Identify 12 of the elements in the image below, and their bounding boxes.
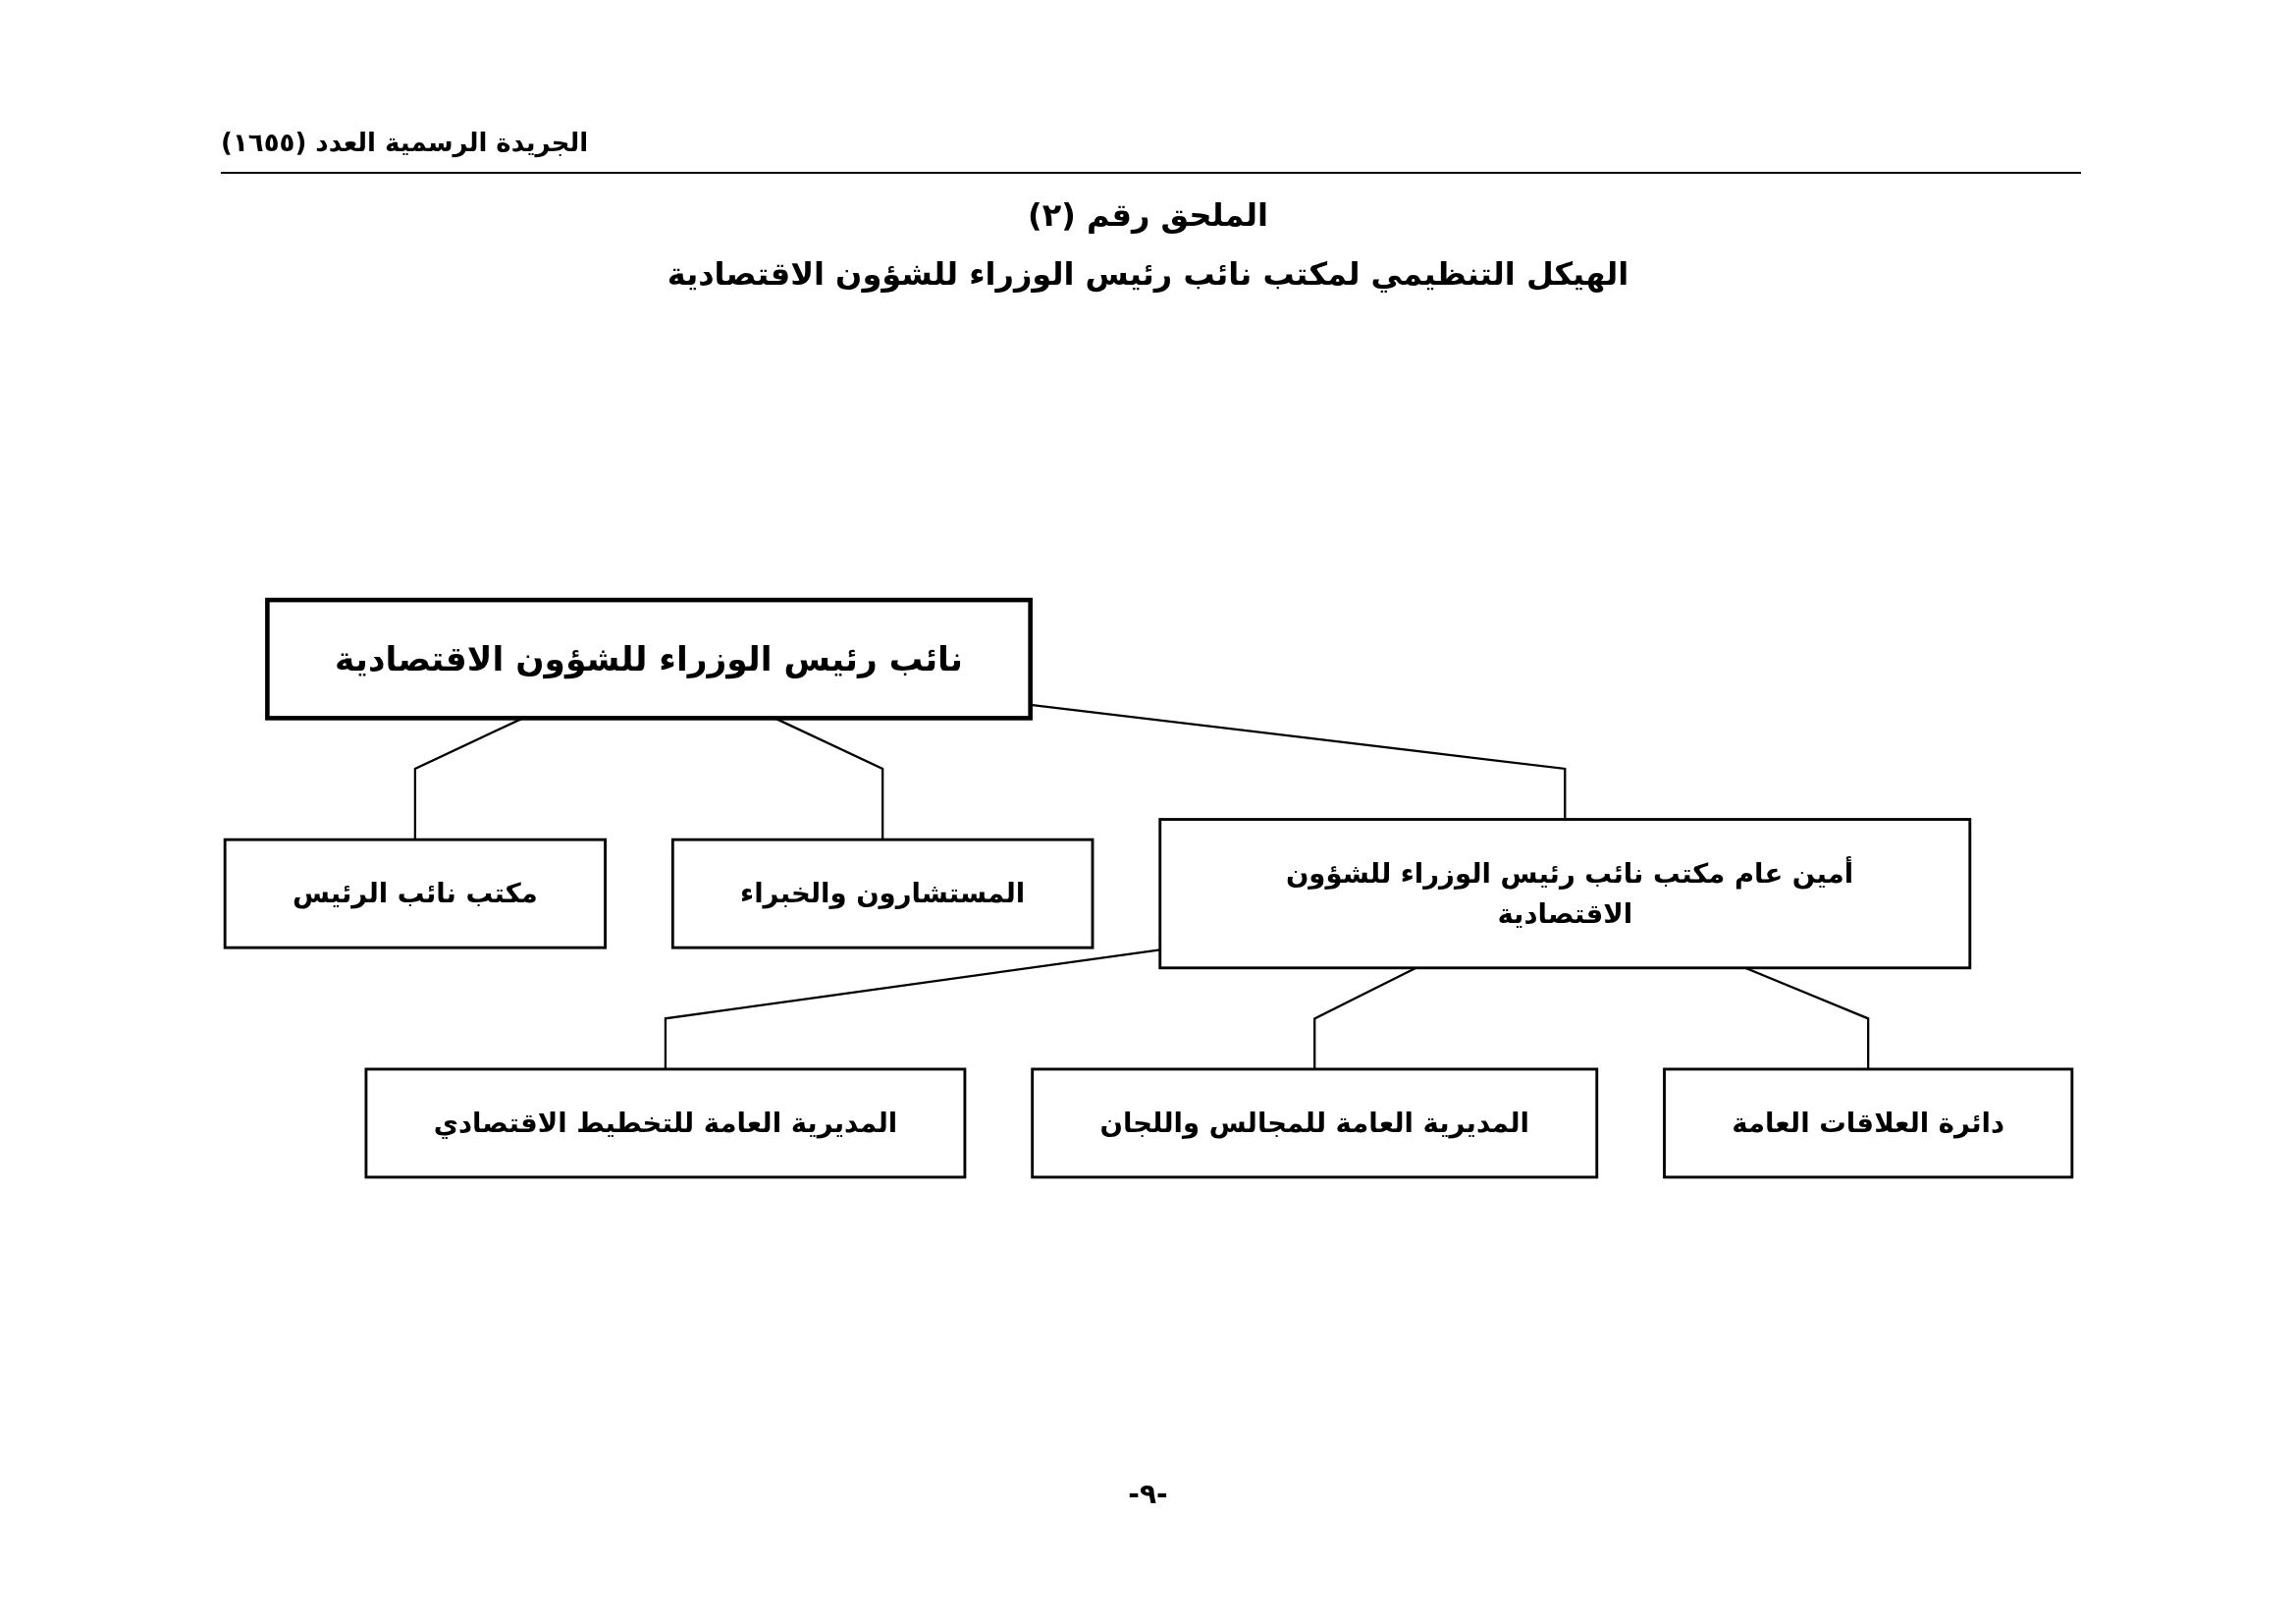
node-box: دائرة العلاقات العامة — [1663, 1067, 2074, 1179]
page-number: -٩- — [1127, 1478, 1169, 1510]
node-box: أمين عام مكتب نائب رئيس الوزراء للشؤون الاقتصادية — [1158, 818, 1972, 970]
header-text: الجريدة الرسمية العدد (١٦٥٥) — [221, 128, 589, 157]
node-box: المديرية العامة للمجالس واللجان — [1031, 1067, 1599, 1179]
title: الهيكل التنظيمي لمكتب نائب رئيس الوزراء للشؤون الاقتصادية — [666, 255, 1630, 293]
node-box: مكتب نائب الرئيس — [223, 838, 607, 949]
node-box: المستشارون والخبراء — [670, 838, 1095, 949]
node-box: المديرية العامة للتخطيط الاقتصادي — [364, 1067, 967, 1179]
node-box: نائب رئيس الوزراء للشؤون الاقتصادية — [265, 597, 1033, 721]
connector — [664, 948, 1160, 1069]
annex-heading: الملحق رقم (٢) — [1027, 196, 1269, 234]
